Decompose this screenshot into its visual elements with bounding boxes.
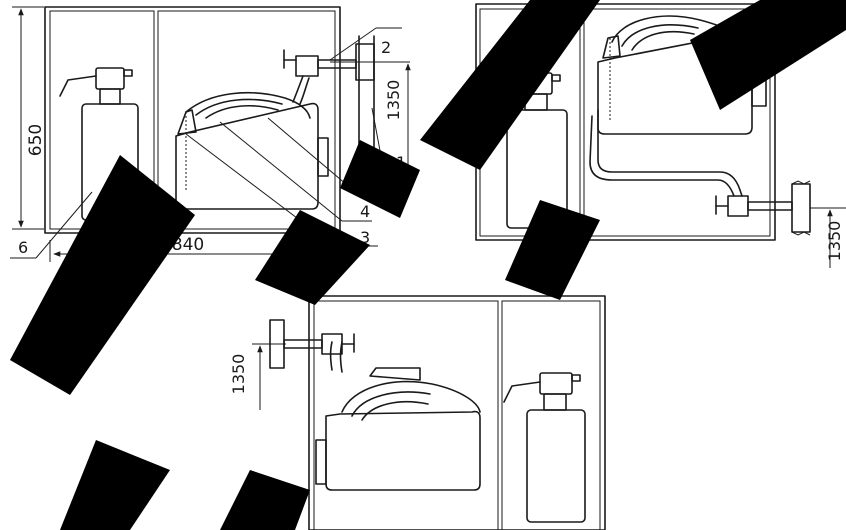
watermark-overlay (10, 0, 846, 530)
dimension-1350-b-label: 1350 (825, 221, 844, 262)
dimension-height: 650 (12, 6, 46, 230)
cabinet-a (44, 6, 376, 234)
callout-2: 2 (381, 38, 391, 57)
dimension-840-label: 840 (172, 235, 204, 255)
callout-labels: 2 1 5 4 3 6 (18, 38, 406, 257)
hose-reel-a (175, 75, 329, 210)
dimension-valve-b: 1350 (810, 207, 846, 268)
dimension-1350-a-label: 1350 (384, 80, 403, 121)
dimension-valve-a: 1350 (330, 61, 411, 172)
dimension-valve-c: 1350 (229, 343, 286, 410)
cabinet-c (269, 295, 606, 530)
callout-3: 3 (360, 228, 370, 247)
dimension-650-label: 650 (26, 124, 46, 156)
dimension-1350-c-label: 1350 (229, 354, 248, 395)
callout-6: 6 (18, 238, 28, 257)
hose-reel-c (315, 341, 481, 491)
hose-pipe-b (589, 109, 743, 197)
valve-b (715, 180, 811, 236)
callout-4: 4 (360, 202, 370, 221)
extinguisher-c (503, 372, 586, 523)
